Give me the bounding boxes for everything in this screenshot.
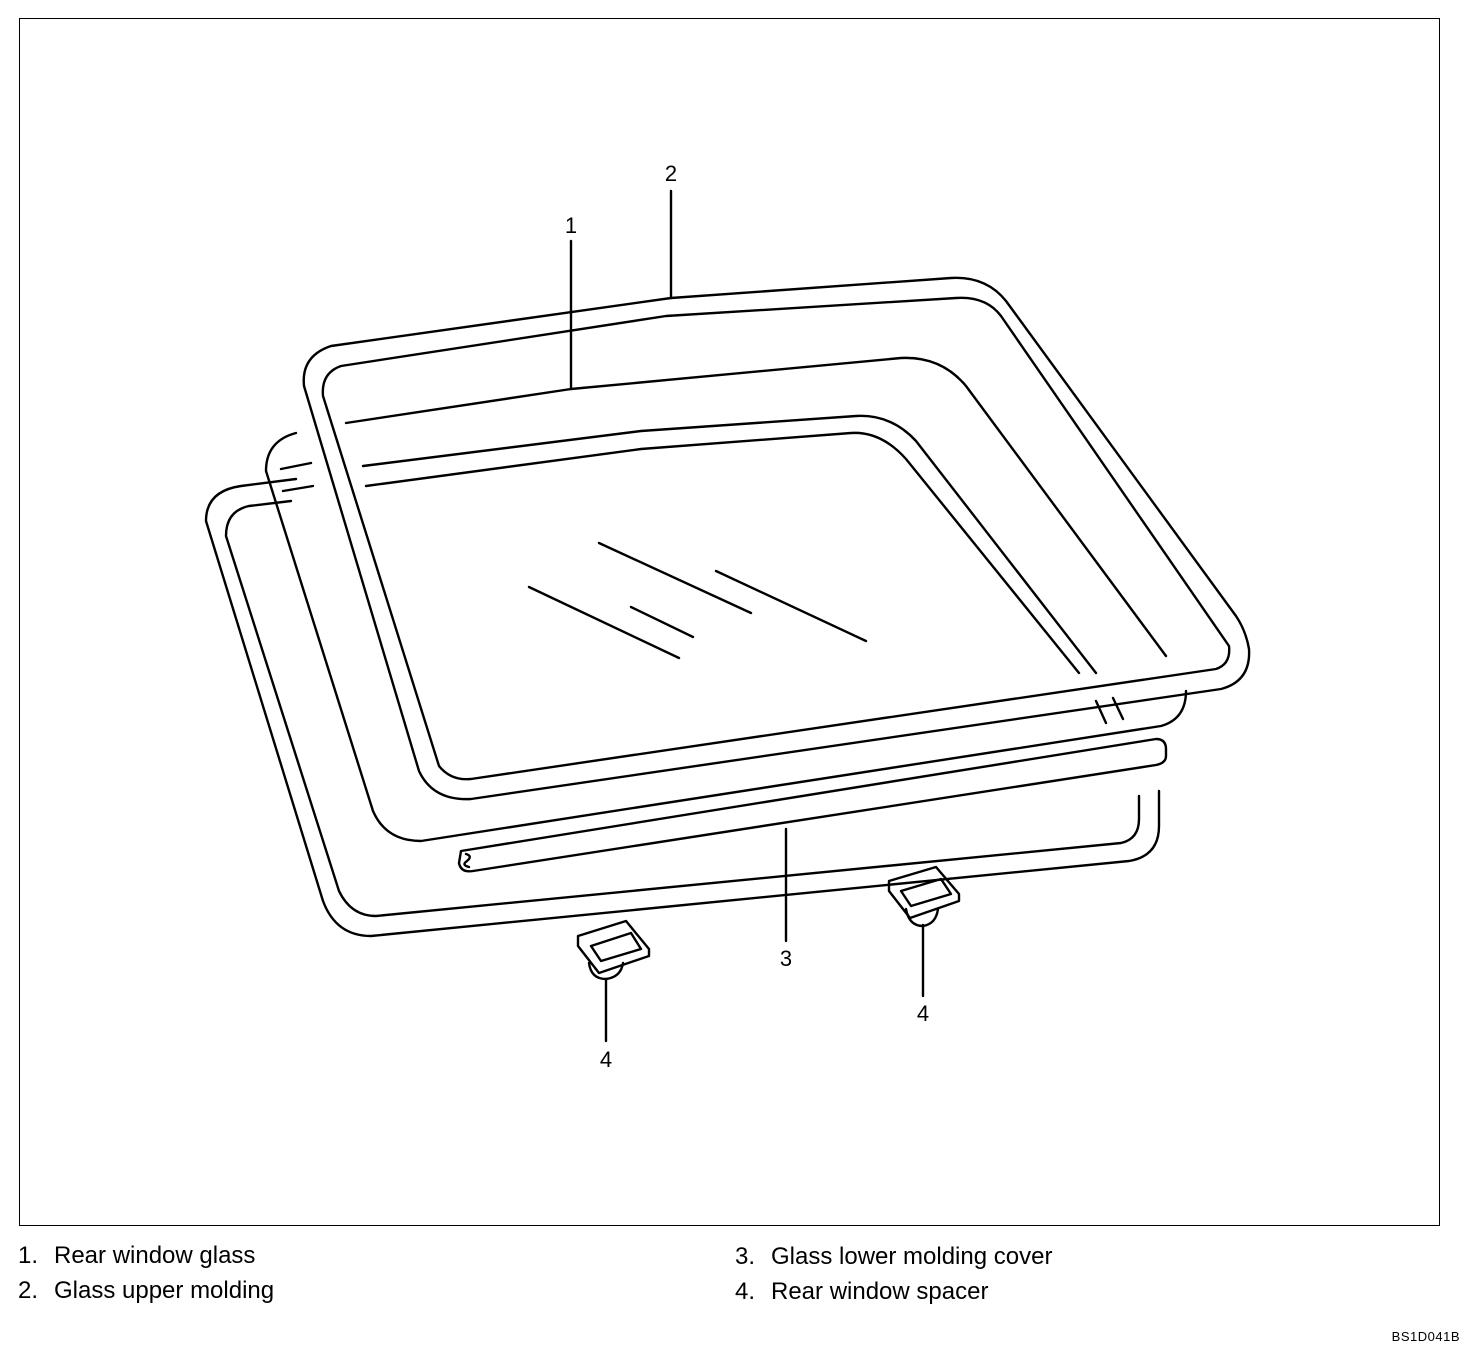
upper-molding-outer [302,276,1251,801]
back-frame-outer [204,477,1161,938]
upper-molding-inner [321,296,1231,781]
lower-molding-end [463,852,471,869]
legend-number: 2. [18,1277,39,1304]
spacer-clip-a [576,919,651,981]
legend-label: Glass lower molding cover [771,1243,1053,1270]
callout-2: 2 [665,161,677,186]
legend-item-3: 3. Glass lower molding cover [735,1243,1052,1271]
legend-number: 3. [735,1243,756,1270]
callout-4b: 4 [917,1001,929,1026]
legend-label: Rear window spacer [771,1278,989,1305]
back-frame-inner [224,499,1141,918]
middle-frame-outer [264,431,1188,843]
legend-item-2: 2. Glass upper molding [18,1277,274,1305]
molding-hash [1094,696,1125,725]
spacer-clip-b [887,865,961,928]
callout-1: 1 [565,213,577,238]
middle-frame-edge [279,461,315,493]
legend-number: 4. [735,1278,756,1305]
glass-second-edge [361,414,1098,675]
glass-reflection [714,569,868,643]
legend-label: Glass upper molding [54,1277,275,1304]
legend-number: 1. [18,1242,39,1269]
lower-molding-cover [457,737,1168,873]
legend-item-1: 1. Rear window glass [18,1242,255,1270]
diagram-frame: 1 2 3 4 4 [19,18,1440,1226]
legend-label: Rear window glass [54,1242,256,1269]
glass-third-edge [364,431,1081,675]
exploded-view-diagram: 1 2 3 4 4 [204,161,1251,1072]
glass-top-edge [344,356,1168,658]
figure-code: BS1D041B [1391,1329,1460,1344]
glass-reflection [629,605,695,639]
callout-4a: 4 [600,1047,612,1072]
callout-3: 3 [780,946,792,971]
legend-item-4: 4. Rear window spacer [735,1278,988,1306]
glass-reflection [597,541,753,615]
glass-reflection [527,585,681,660]
